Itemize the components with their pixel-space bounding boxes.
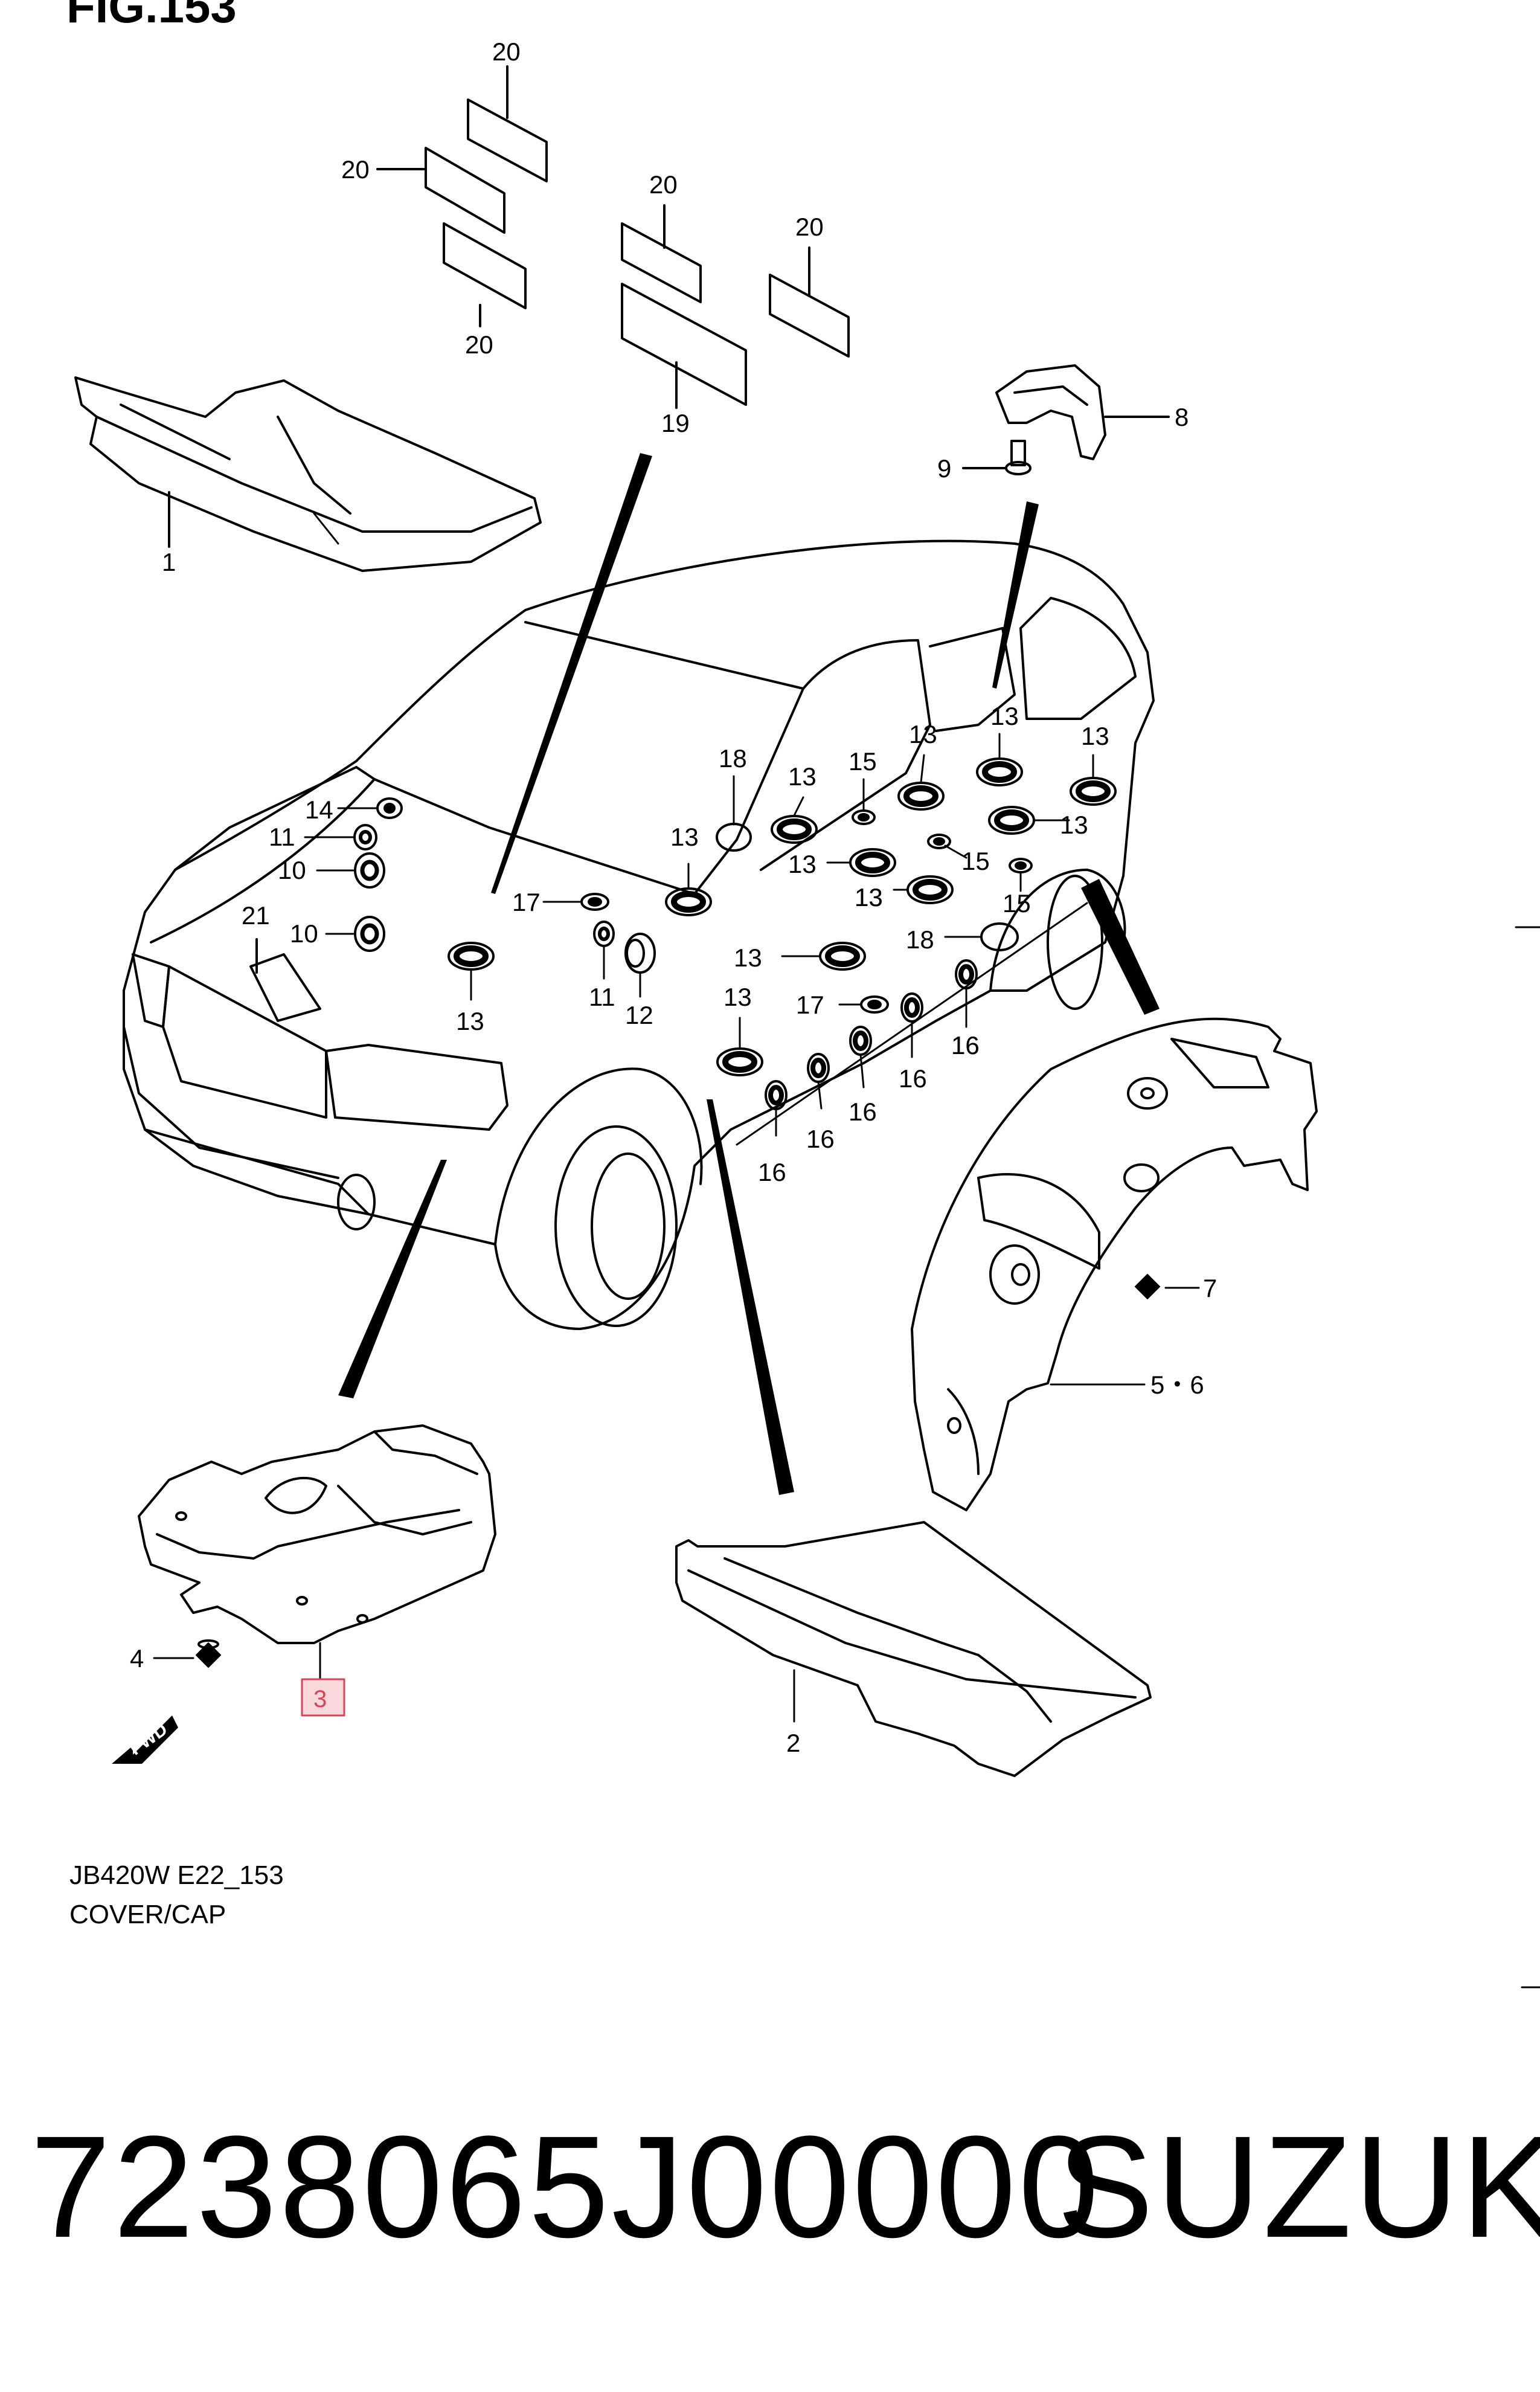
svg-text:17: 17 — [512, 888, 541, 916]
svg-text:13: 13 — [990, 702, 1019, 730]
grommets — [353, 757, 1117, 1110]
svg-text:9: 9 — [937, 454, 951, 483]
leader-wedges — [338, 453, 1160, 1495]
svg-text:11: 11 — [269, 823, 295, 851]
svg-text:3: 3 — [313, 1686, 327, 1712]
exploded-parts-illustration: FWD 20 20 20 20 20 19 8 9 1 13 13 13 13 … — [74, 37, 1540, 1989]
svg-text:5・6: 5・6 — [1150, 1371, 1204, 1399]
svg-text:20: 20 — [465, 330, 493, 359]
part-1-cover — [74, 376, 542, 572]
svg-text:13: 13 — [855, 883, 883, 911]
svg-text:13: 13 — [734, 944, 762, 972]
part-8-bracket — [962, 364, 1170, 475]
svg-text:12: 12 — [625, 1001, 653, 1029]
svg-text:10: 10 — [290, 919, 318, 948]
svg-text:20: 20 — [492, 37, 521, 66]
svg-text:17: 17 — [796, 991, 824, 1019]
svg-text:16: 16 — [899, 1064, 927, 1093]
part-2-side-cover — [675, 1521, 1152, 1777]
svg-text:20: 20 — [341, 155, 370, 184]
vehicle-body — [123, 539, 1155, 1330]
svg-text:10: 10 — [278, 856, 306, 884]
svg-text:13: 13 — [1081, 722, 1109, 750]
svg-text:21: 21 — [242, 901, 270, 930]
svg-text:15: 15 — [1003, 889, 1031, 918]
svg-text:15: 15 — [849, 747, 877, 776]
footer-band — [0, 1990, 1540, 2392]
group-name: COVER/CAP — [69, 1900, 226, 1929]
svg-text:14: 14 — [305, 796, 333, 824]
svg-text:20: 20 — [795, 213, 824, 241]
callout-leaders — [304, 733, 1094, 1146]
svg-text:13: 13 — [788, 762, 817, 791]
svg-text:4: 4 — [130, 1644, 144, 1673]
svg-text:1: 1 — [162, 548, 176, 576]
callout-numbers: 20 20 20 20 20 19 8 9 1 13 13 13 13 13 1… — [130, 37, 1217, 1757]
plug-16 — [765, 959, 978, 1110]
svg-text:16: 16 — [951, 1031, 980, 1059]
part-3-under-cover — [138, 1424, 496, 1717]
part-number: 7238065J00000 — [30, 2106, 1102, 2268]
svg-text:13: 13 — [909, 720, 937, 748]
svg-text:20: 20 — [649, 170, 678, 199]
brand-name: SUZUKI — [1057, 2106, 1540, 2268]
fwd-arrow-icon: FWD — [112, 1715, 178, 1764]
highlight-box-3 — [301, 1678, 345, 1717]
svg-text:18: 18 — [906, 925, 934, 954]
svg-text:13: 13 — [723, 983, 752, 1011]
svg-text:13: 13 — [788, 850, 817, 878]
svg-text:13: 13 — [670, 823, 699, 851]
svg-text:16: 16 — [806, 1125, 835, 1153]
svg-text:8: 8 — [1175, 403, 1189, 431]
svg-text:19: 19 — [661, 409, 690, 437]
svg-text:11: 11 — [589, 983, 615, 1011]
figure-title: FIG.153 — [66, 0, 237, 33]
cap-15 — [852, 809, 1033, 873]
svg-text:15: 15 — [961, 847, 990, 875]
svg-text:16: 16 — [849, 1098, 877, 1126]
svg-text:13: 13 — [1060, 811, 1088, 839]
label-stickers — [376, 65, 850, 409]
svg-text:18: 18 — [719, 744, 747, 773]
svg-text:13: 13 — [855, 883, 883, 911]
svg-text:7: 7 — [1203, 1274, 1217, 1302]
svg-text:13: 13 — [456, 1007, 484, 1035]
svg-text:16: 16 — [951, 1031, 980, 1059]
svg-text:2: 2 — [786, 1729, 800, 1757]
part-5-6-fender-liner — [911, 1017, 1318, 1511]
svg-text:16: 16 — [758, 1158, 786, 1186]
parts-diagram: FWD 20 20 20 20 20 19 8 9 1 13 13 13 13 … — [66, 0, 1540, 1989]
model-code: JB420W E22_153 — [69, 1860, 284, 1890]
